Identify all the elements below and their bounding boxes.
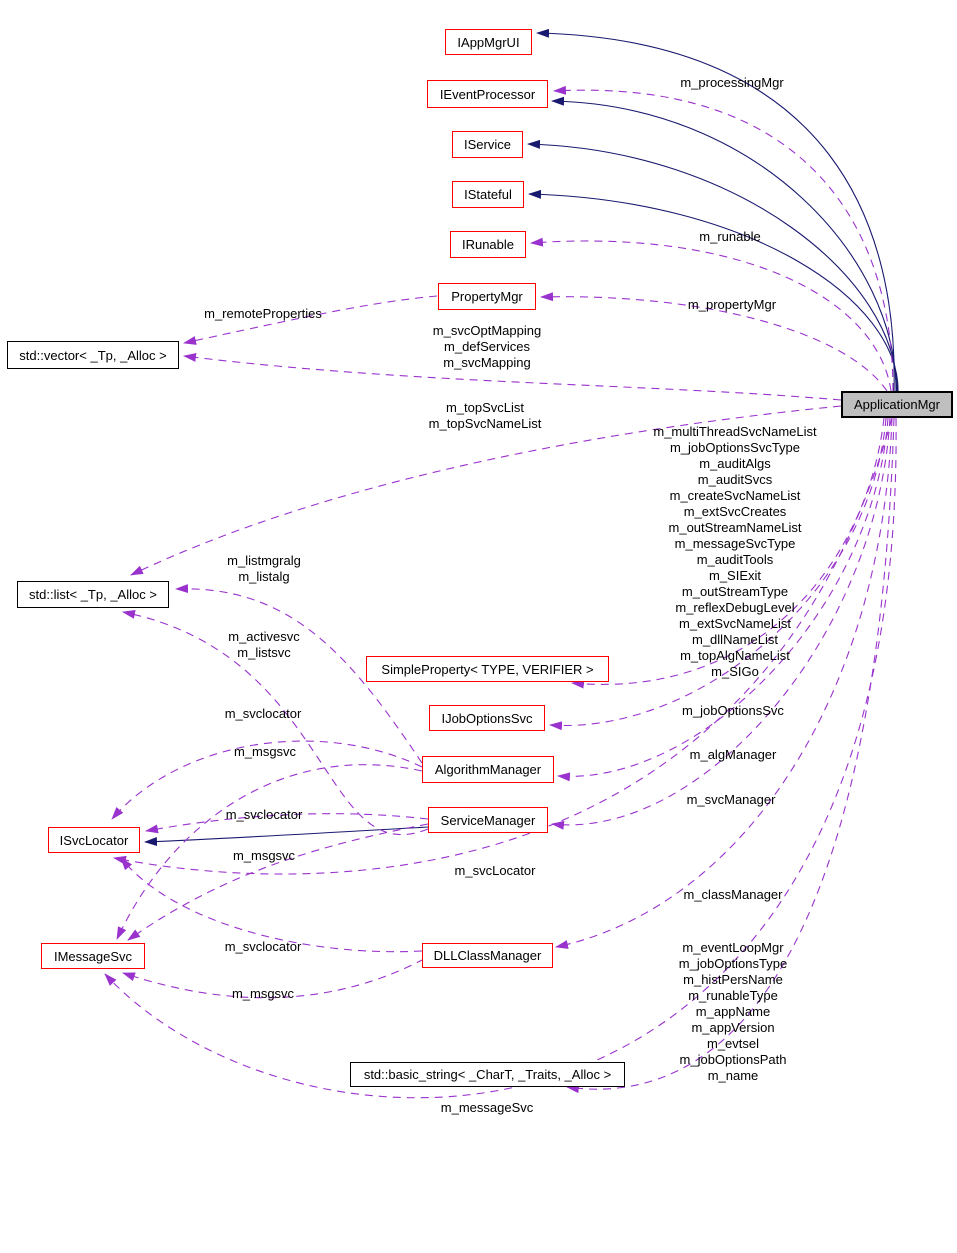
edge-inherit-IStateful: [528, 189, 899, 392]
edge-label-listmgralg: m_listmgralg m_listalg: [227, 553, 301, 584]
edge-label-svclocator-1: m_svclocator: [224, 706, 302, 721]
edge-inherit-IAppMgrUI: [536, 28, 895, 392]
edge-inherit-ServiceManager-ISvcLocator: [144, 826, 429, 846]
edge-label-basicstring-members: m_eventLoopMgr m_jobOptionsType m_histPe…: [678, 940, 788, 1083]
edge-m_algManager: [557, 417, 889, 782]
edge-svcmgr-m_msgsvc: [127, 823, 429, 941]
node-DLLClassManager[interactable]: DLLClassManager: [422, 943, 553, 968]
node-ServiceManager[interactable]: ServiceManager: [428, 807, 548, 833]
node-ISvcLocator[interactable]: ISvcLocator: [48, 827, 140, 853]
node-std-vector: std::vector< _Tp, _Alloc >: [7, 341, 179, 369]
edge-label-m_propertyMgr: m_propertyMgr: [687, 297, 777, 312]
edge-m_propertyMgr: [540, 292, 888, 392]
node-IEventProcessor[interactable]: IEventProcessor: [427, 80, 548, 108]
edge-label-m_classManager: m_classManager: [683, 887, 783, 902]
node-IMessageSvc[interactable]: IMessageSvc: [41, 943, 145, 969]
edge-label-m_processingMgr: m_processingMgr: [680, 75, 784, 90]
edge-m_activesvc: [122, 609, 429, 836]
edge-m_remoteProperties: [183, 295, 438, 345]
node-IAppMgrUI[interactable]: IAppMgrUI: [445, 29, 532, 55]
node-IStateful[interactable]: IStateful: [452, 181, 524, 208]
edge-label-activesvc: m_activesvc m_listsvc: [228, 629, 300, 660]
edge-m_svcMapping: [183, 352, 842, 401]
node-AlgorithmManager[interactable]: AlgorithmManager: [422, 756, 554, 783]
node-IService[interactable]: IService: [452, 131, 523, 158]
node-PropertyMgr[interactable]: PropertyMgr: [438, 283, 536, 310]
edge-m_topSvcList: [130, 405, 842, 576]
node-std-basic-string: std::basic_string< _CharT, _Traits, _All…: [350, 1062, 625, 1087]
edge-label-m_algManager: m_algManager: [689, 747, 777, 762]
edge-label-m_jobOptionsSvc: m_jobOptionsSvc: [682, 703, 784, 718]
edge-label-msgsvc-1: m_msgsvc: [233, 744, 297, 759]
edge-alg-m_svclocator: [111, 740, 423, 820]
edge-label-m_svcLocator: m_svcLocator: [454, 863, 536, 878]
edge-label-m_messageSvc: m_messageSvc: [440, 1100, 534, 1115]
edge-label-m_svcManager: m_svcManager: [686, 792, 776, 807]
edge-label-msgsvc-2: m_msgsvc: [232, 848, 296, 863]
edge-alg-m_msgsvc: [116, 764, 423, 940]
edge-simpleproperty-members: [571, 417, 885, 689]
edge-label-simpleproperty-members: m_multiThreadSvcNameList m_jobOptionsSvc…: [653, 424, 817, 679]
node-IRunable[interactable]: IRunable: [450, 231, 526, 258]
node-SimpleProperty[interactable]: SimpleProperty< TYPE, VERIFIER >: [366, 656, 609, 682]
edge-label-m_remoteProperties: m_remoteProperties: [204, 306, 322, 321]
edge-m_classManager: [555, 417, 893, 949]
edge-inherit-IEventProcessor: [551, 96, 897, 392]
edge-basicstring-members: [566, 417, 895, 1094]
edge-m_processingMgr: [553, 85, 894, 392]
node-IJobOptionsSvc[interactable]: IJobOptionsSvc: [429, 705, 545, 731]
edge-m_svcLocator: [113, 417, 893, 875]
edge-label-m_runable: m_runable: [699, 229, 761, 244]
edge-label-msgsvc-3: m_msgsvc: [231, 986, 295, 1001]
edge-m_listmgralg: [175, 584, 423, 764]
edge-m_jobOptionsSvc: [549, 417, 887, 731]
edge-inherit-IService: [527, 139, 898, 392]
edge-dll-m_svclocator: [120, 857, 423, 953]
edge-dll-m_msgsvc: [122, 958, 425, 999]
edge-label-topSvc-members: m_topSvcList m_topSvcNameList: [428, 400, 542, 431]
edge-m_runable: [530, 237, 892, 392]
edge-label-svclocator-3: m_svclocator: [224, 939, 302, 954]
edge-svcmgr-m_svclocator: [145, 813, 429, 834]
node-ApplicationMgr: ApplicationMgr: [841, 391, 953, 418]
node-std-list: std::list< _Tp, _Alloc >: [17, 581, 169, 608]
edge-label-vector-members: m_svcOptMapping m_defServices m_svcMappi…: [432, 323, 542, 370]
edge-label-svclocator-2: m_svclocator: [225, 807, 303, 822]
